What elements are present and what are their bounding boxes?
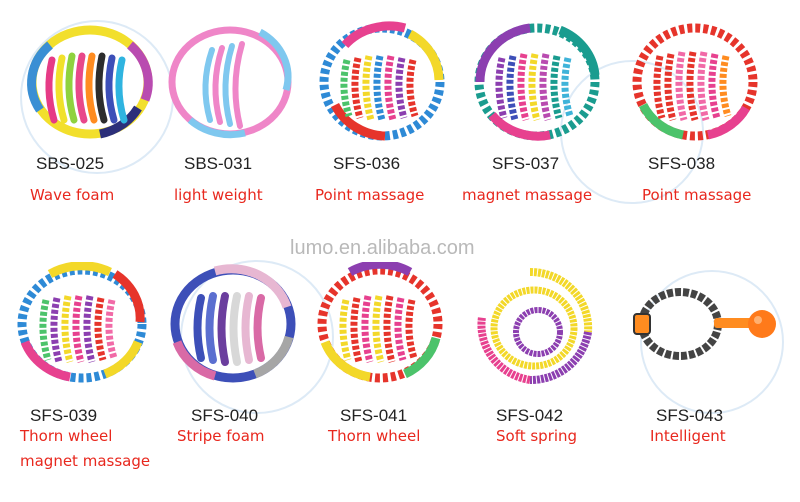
product-feature: light weight xyxy=(174,186,263,204)
product-code: SFS-036 xyxy=(333,154,401,173)
point-massage-hoop-image xyxy=(319,21,445,141)
product-sbs-025[interactable]: SBS-025 Wave foam xyxy=(20,20,180,260)
product-code: SFS-043 xyxy=(656,406,724,425)
product-code: SBS-031 xyxy=(184,154,253,173)
wave-foam-hoop-image xyxy=(27,25,153,139)
product-sfs-041[interactable]: SFS-041 Thorn wheel xyxy=(310,262,470,502)
product-sfs-042[interactable]: SFS-042 Soft spring xyxy=(470,262,630,502)
thorn-wheel-hoop-image xyxy=(317,262,443,383)
product-feature: Thorn wheel xyxy=(328,427,421,445)
product-feature: Intelligent xyxy=(650,427,726,445)
product-sfs-036[interactable]: SFS-036 Point massage xyxy=(315,20,475,260)
product-sbs-031[interactable]: SBS-031 light weight xyxy=(160,20,320,260)
product-feature: Thorn wheel xyxy=(20,427,113,445)
watermark-ring xyxy=(640,270,784,414)
product-code: SFS-040 xyxy=(191,406,259,425)
watermark-ring xyxy=(560,60,704,204)
soft-spring-hoop-image xyxy=(477,267,593,385)
product-sfs-038[interactable]: SFS-038 Point massage xyxy=(628,20,788,260)
point-massage-hoop-image xyxy=(632,23,758,141)
product-sfs-043[interactable]: SFS-043 Intelligent xyxy=(630,262,790,502)
product-feature: Wave foam xyxy=(30,186,115,204)
product-feature: Soft spring xyxy=(496,427,578,445)
product-code: SBS-025 xyxy=(36,154,105,173)
watermark-text: lumo.en.alibaba.com xyxy=(290,237,475,259)
product-code: SFS-041 xyxy=(340,406,408,425)
product-code: SFS-042 xyxy=(496,406,564,425)
product-sfs-037[interactable]: SFS-037 magnet massage xyxy=(462,20,630,260)
thorn-wheel-hoop-image xyxy=(17,262,147,383)
magnet-massage-hoop-image xyxy=(474,23,600,141)
product-code: SFS-039 xyxy=(30,406,98,425)
product-feature: magnet massage xyxy=(20,452,151,470)
light-weight-hoop-image xyxy=(168,26,292,139)
product-sfs-039[interactable]: SFS-039 Thorn wheel magnet massage xyxy=(10,262,170,502)
product-code: SFS-037 xyxy=(492,154,560,173)
product-feature: Point massage xyxy=(315,186,425,204)
product-feature: magnet massage xyxy=(462,186,593,204)
product-code: SFS-038 xyxy=(648,154,716,173)
product-feature: Point massage xyxy=(642,186,752,204)
product-feature: Stripe foam xyxy=(177,427,265,445)
product-sfs-040[interactable]: SFS-040 Stripe foam xyxy=(165,262,325,502)
stripe-foam-hoop-image xyxy=(170,264,296,383)
intelligent-hoop-image xyxy=(633,288,776,360)
